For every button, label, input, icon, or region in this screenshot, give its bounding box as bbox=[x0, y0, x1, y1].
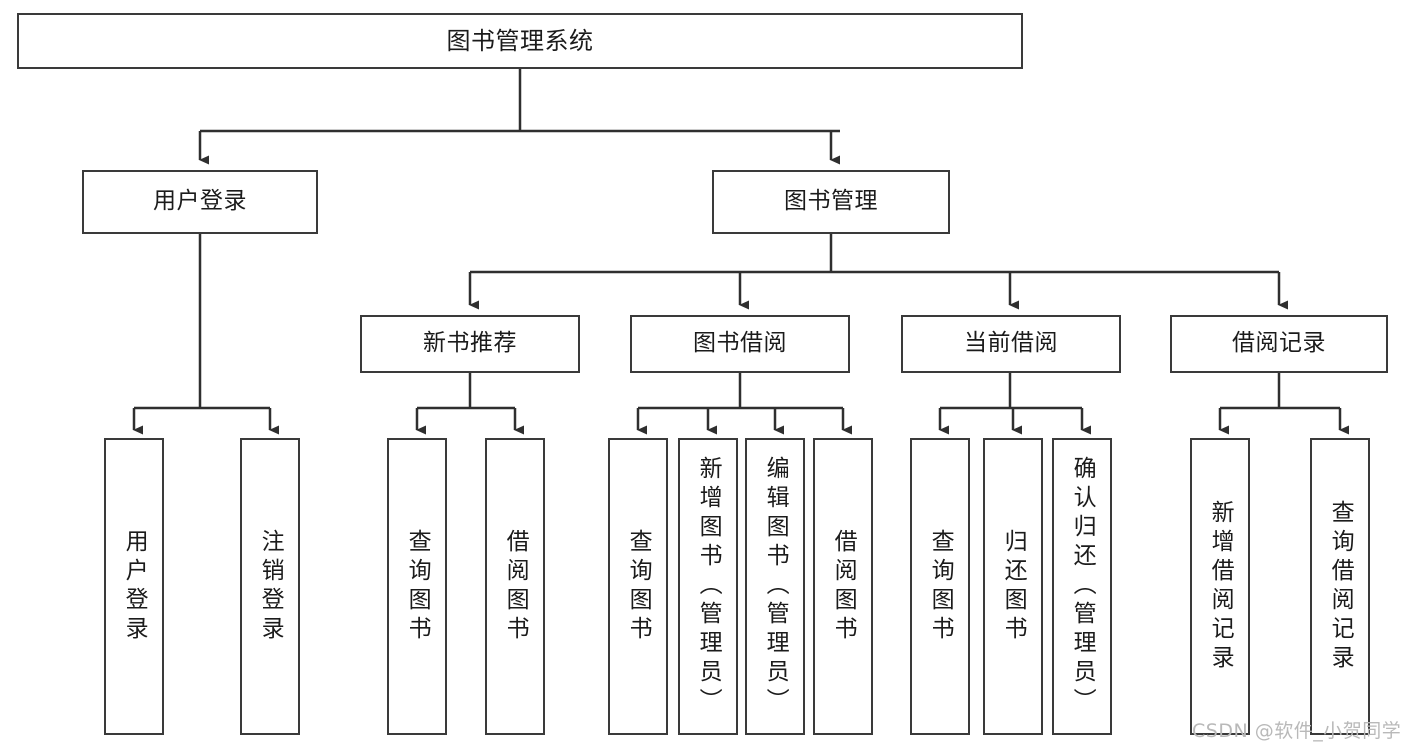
node-label: 当前借阅 bbox=[964, 330, 1058, 357]
node-label: 新增图书（管理员） bbox=[695, 456, 722, 717]
node-label: 用户登录 bbox=[121, 528, 148, 645]
node-label: 图书管理系统 bbox=[446, 26, 594, 55]
node-leaf-edit-book[interactable]: 编辑图书（管理员） bbox=[745, 438, 805, 735]
node-label: 用户登录 bbox=[153, 188, 247, 215]
node-label: 确认归还（管理员） bbox=[1069, 456, 1096, 717]
node-label: 借阅图书 bbox=[830, 528, 857, 645]
node-leaf-query-borrow-record[interactable]: 查询借阅记录 bbox=[1310, 438, 1370, 735]
node-label: 查询图书 bbox=[404, 528, 431, 645]
node-label: 图书管理 bbox=[784, 188, 878, 215]
node-leaf-query-book-1[interactable]: 查询图书 bbox=[387, 438, 447, 735]
node-borrow-record[interactable]: 借阅记录 bbox=[1170, 315, 1388, 373]
node-book-borrow[interactable]: 图书借阅 bbox=[630, 315, 850, 373]
node-label: 查询图书 bbox=[927, 528, 954, 645]
node-new-book-recommend[interactable]: 新书推荐 bbox=[360, 315, 580, 373]
node-leaf-logout[interactable]: 注销登录 bbox=[240, 438, 300, 735]
node-root-book-management-system[interactable]: 图书管理系统 bbox=[17, 13, 1023, 69]
node-leaf-query-book-2[interactable]: 查询图书 bbox=[608, 438, 668, 735]
node-label: 查询图书 bbox=[625, 528, 652, 645]
node-label: 借阅记录 bbox=[1232, 330, 1326, 357]
node-label: 新书推荐 bbox=[423, 330, 517, 357]
node-label: 新增借阅记录 bbox=[1207, 499, 1234, 674]
node-label: 图书借阅 bbox=[693, 330, 787, 357]
node-label: 注销登录 bbox=[257, 528, 284, 645]
node-leaf-confirm-return[interactable]: 确认归还（管理员） bbox=[1052, 438, 1112, 735]
node-leaf-user-login[interactable]: 用户登录 bbox=[104, 438, 164, 735]
node-leaf-query-book-3[interactable]: 查询图书 bbox=[910, 438, 970, 735]
node-user-login[interactable]: 用户登录 bbox=[82, 170, 318, 234]
csdn-watermark: CSDN @软件_小贺同学 bbox=[1192, 720, 1402, 742]
node-book-manage[interactable]: 图书管理 bbox=[712, 170, 950, 234]
node-current-borrow[interactable]: 当前借阅 bbox=[901, 315, 1121, 373]
node-leaf-return-book[interactable]: 归还图书 bbox=[983, 438, 1043, 735]
node-label: 查询借阅记录 bbox=[1327, 499, 1354, 674]
node-leaf-add-book[interactable]: 新增图书（管理员） bbox=[678, 438, 738, 735]
node-label: 编辑图书（管理员） bbox=[762, 456, 789, 717]
node-leaf-borrow-book-1[interactable]: 借阅图书 bbox=[485, 438, 545, 735]
node-leaf-borrow-book-2[interactable]: 借阅图书 bbox=[813, 438, 873, 735]
node-label: 归还图书 bbox=[1000, 528, 1027, 645]
node-label: 借阅图书 bbox=[502, 528, 529, 645]
node-leaf-add-borrow-record[interactable]: 新增借阅记录 bbox=[1190, 438, 1250, 735]
